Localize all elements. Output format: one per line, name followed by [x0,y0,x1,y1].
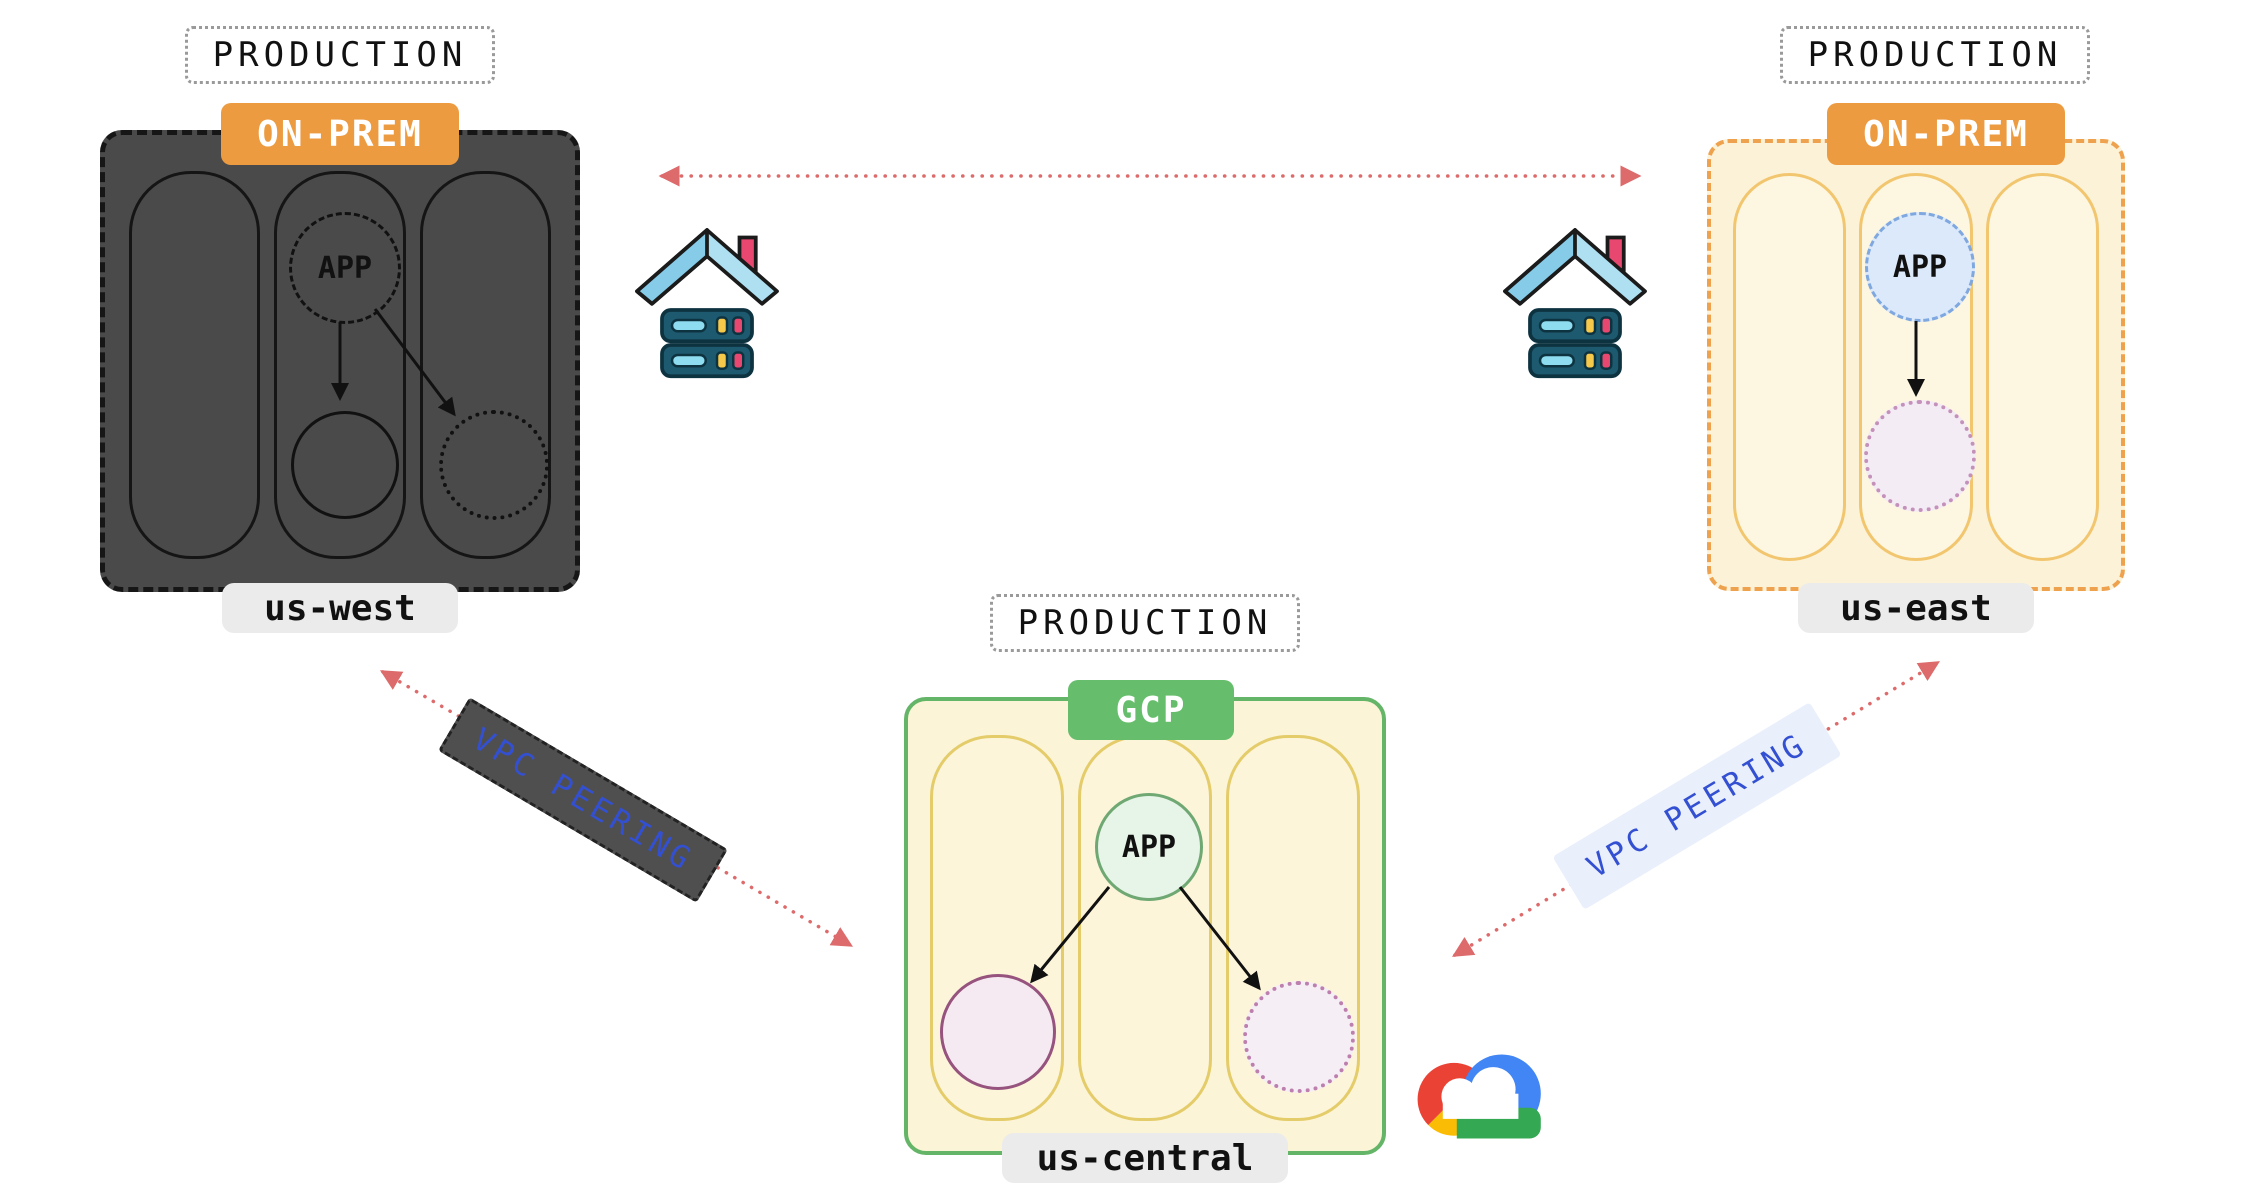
zone-box-us-west: APP [100,130,580,592]
app-node: APP [1865,212,1975,322]
app-node-label: APP [1121,829,1177,865]
vm-node-dotted [1243,981,1355,1093]
subnet-column [1733,173,1847,561]
vm-node-solid [940,974,1056,1090]
environment-label: PRODUCTION [990,594,1300,652]
house-server-icon [1503,228,1647,379]
environment-label: PRODUCTION [1780,26,2090,84]
subnet-column [129,171,261,559]
zone-box-us-east: APP [1707,139,2125,591]
datacenter-house-server-icon [632,220,782,389]
google-cloud-logo [1398,1032,1566,1165]
environment-label: PRODUCTION [185,26,495,84]
region-us-west: PRODUCTION APP ON-PREM us-west [100,26,580,646]
vm-node-solid [291,411,399,519]
region-name-label: us-east [1798,583,2034,633]
app-node: APP [1095,793,1203,901]
app-node-label: APP [317,250,373,286]
gcp-badge: GCP [1068,680,1234,740]
onprem-badge: ON-PREM [221,103,459,165]
vm-node-dotted [439,410,549,520]
google-cloud-logo-icon [1417,1054,1541,1139]
datacenter-house-server-icon [1500,220,1650,389]
subnet-column [1985,173,2099,561]
vm-node-dotted [1864,400,1976,512]
onprem-badge: ON-PREM [1827,103,2065,165]
region-name-label: us-west [222,583,458,633]
app-node: APP [289,212,401,324]
app-node-label: APP [1892,249,1948,285]
house-server-icon [635,228,779,379]
region-us-central: PRODUCTION APP GCP us-central [904,594,1386,1204]
vpc-peering-badge-east: VPC PEERING [1552,702,1842,910]
region-name-label: us-central [1002,1133,1288,1183]
region-us-east: PRODUCTION APP ON-PREM us-east [1707,26,2125,646]
vpc-peering-badge-west: VPC PEERING [438,697,728,903]
zone-box-us-central: APP [904,697,1386,1155]
